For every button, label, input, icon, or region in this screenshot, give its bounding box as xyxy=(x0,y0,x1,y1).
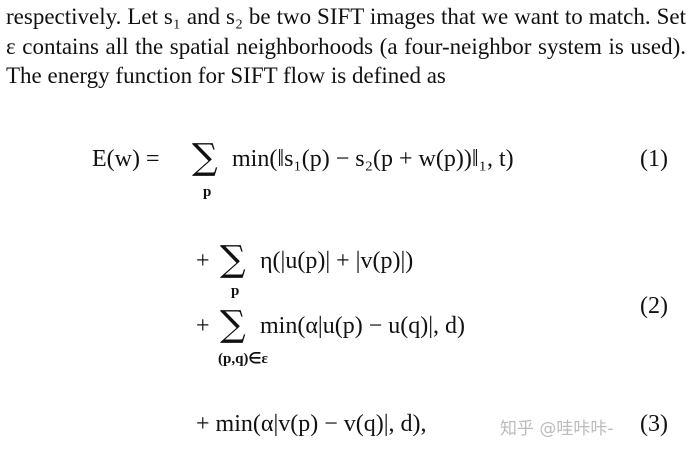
eq2a-sum: ∑ xyxy=(220,239,246,280)
eq2a-sub: p xyxy=(231,283,240,299)
eq2a-body: η(|u(p)| + |v(p)|) xyxy=(260,248,414,274)
eq2-number: (2) xyxy=(640,293,668,319)
eq1-lhs: E(w) = xyxy=(92,146,160,172)
eq2b-sum: ∑ xyxy=(220,304,246,345)
body-paragraph: respectively. Let s₁ and s₂ be two SIFT … xyxy=(6,4,686,88)
eq2b-body: min(α|u(p) − u(q)|, d) xyxy=(260,313,466,339)
eq3-number: (3) xyxy=(640,411,668,437)
watermark: 知乎 @哇咔咔- xyxy=(500,419,614,439)
eq1-sum: ∑ xyxy=(192,137,218,178)
eq2b-plus: + xyxy=(196,313,210,339)
eq2a-plus: + xyxy=(196,248,210,274)
eq1-number: (1) xyxy=(640,146,668,172)
eq1-body: min(‖s₁(p) − s₂(p + w(p))‖₁, t) xyxy=(232,146,514,172)
eq2b-sub: (p,q)∈ε xyxy=(218,351,268,367)
eq3-body: + min(α|v(p) − v(q)|, d), xyxy=(196,411,427,437)
eq1-sub: p xyxy=(203,184,212,200)
